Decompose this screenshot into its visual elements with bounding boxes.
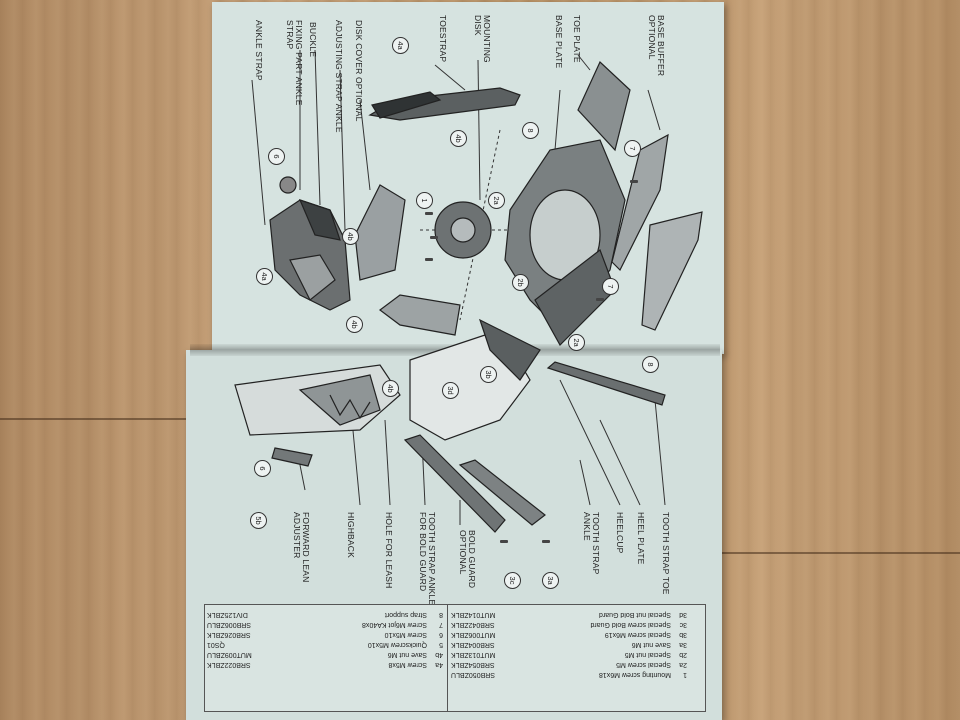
screw	[430, 236, 438, 239]
label-fixing-part-ankle-strap: FIXING PART ANKLE STRAP	[285, 20, 304, 106]
label-mounting-disk: MOUNTING DISK	[473, 15, 492, 63]
callout-marker: 6	[268, 148, 285, 165]
table-divider	[447, 605, 448, 711]
callout-marker: 1	[416, 192, 433, 209]
label-disk-cover: DISK COVER OPTIONAL	[354, 20, 364, 122]
callout-marker: 2b	[512, 274, 529, 291]
label-adjusting-strap-ankle: ADJUSTING STRAP ANKLE	[334, 20, 344, 133]
callout-marker: 7	[602, 278, 619, 295]
callout-marker: 4b	[346, 316, 363, 333]
callout-marker: 4a	[256, 268, 273, 285]
label-forward-lean-adjuster: FORWARD LEAN ADJUSTER	[292, 512, 311, 583]
floor-seam	[720, 552, 960, 554]
callout-marker: 4b	[342, 228, 359, 245]
callout-marker: 3d	[442, 382, 459, 399]
callout-marker: 6	[254, 460, 271, 477]
screw	[596, 298, 604, 301]
label-highback: HIGHBACK	[346, 512, 356, 558]
label-heel-plate: HEEL PLATE	[636, 512, 646, 565]
label-tooth-strap-ankle: TOOTH STRAP ANKLE	[582, 512, 601, 575]
callout-marker: 7	[624, 140, 641, 157]
screw	[500, 540, 508, 543]
label-ankle-strap: ANKLE STRAP	[254, 20, 264, 81]
label-heelcup: HEELCUP	[615, 512, 625, 554]
screw	[425, 258, 433, 261]
label-buckle: BUCKLE	[308, 22, 318, 58]
callout-marker: 4a	[392, 37, 409, 54]
label-base-buffer: BASE BUFFER OPTIONAL	[647, 15, 666, 77]
label-hole-for-leash: HOLE FOR LEASH	[384, 512, 394, 589]
callout-marker: 8	[642, 356, 659, 373]
screw	[425, 212, 433, 215]
callout-marker: 3a	[542, 572, 559, 589]
callout-marker: 4b	[382, 380, 399, 397]
label-base-plate: BASE PLATE	[554, 15, 564, 69]
floor-seam	[0, 418, 186, 420]
label-toe-plate: TOE PLATE	[572, 15, 582, 63]
screw	[630, 180, 638, 183]
callout-marker: 3c	[504, 572, 521, 589]
callout-marker: 5b	[250, 512, 267, 529]
label-tooth-strap-toe: TOOTH STRAP TOE	[661, 512, 671, 595]
label-tooth-strap-ankle-bold-guard: TOOTH STRAP ANKLE FOR BOLD GUARD	[418, 512, 437, 606]
callout-marker: 8	[522, 122, 539, 139]
callout-marker: 2a	[488, 192, 505, 209]
callout-marker: 2a	[568, 334, 585, 351]
screw	[542, 540, 550, 543]
label-toestrap: TOESTRAP	[438, 15, 448, 63]
callout-marker: 3b	[480, 366, 497, 383]
callout-marker: 4b	[450, 130, 467, 147]
label-bold-guard: BOLD GUARD OPTIONAL	[458, 530, 477, 589]
